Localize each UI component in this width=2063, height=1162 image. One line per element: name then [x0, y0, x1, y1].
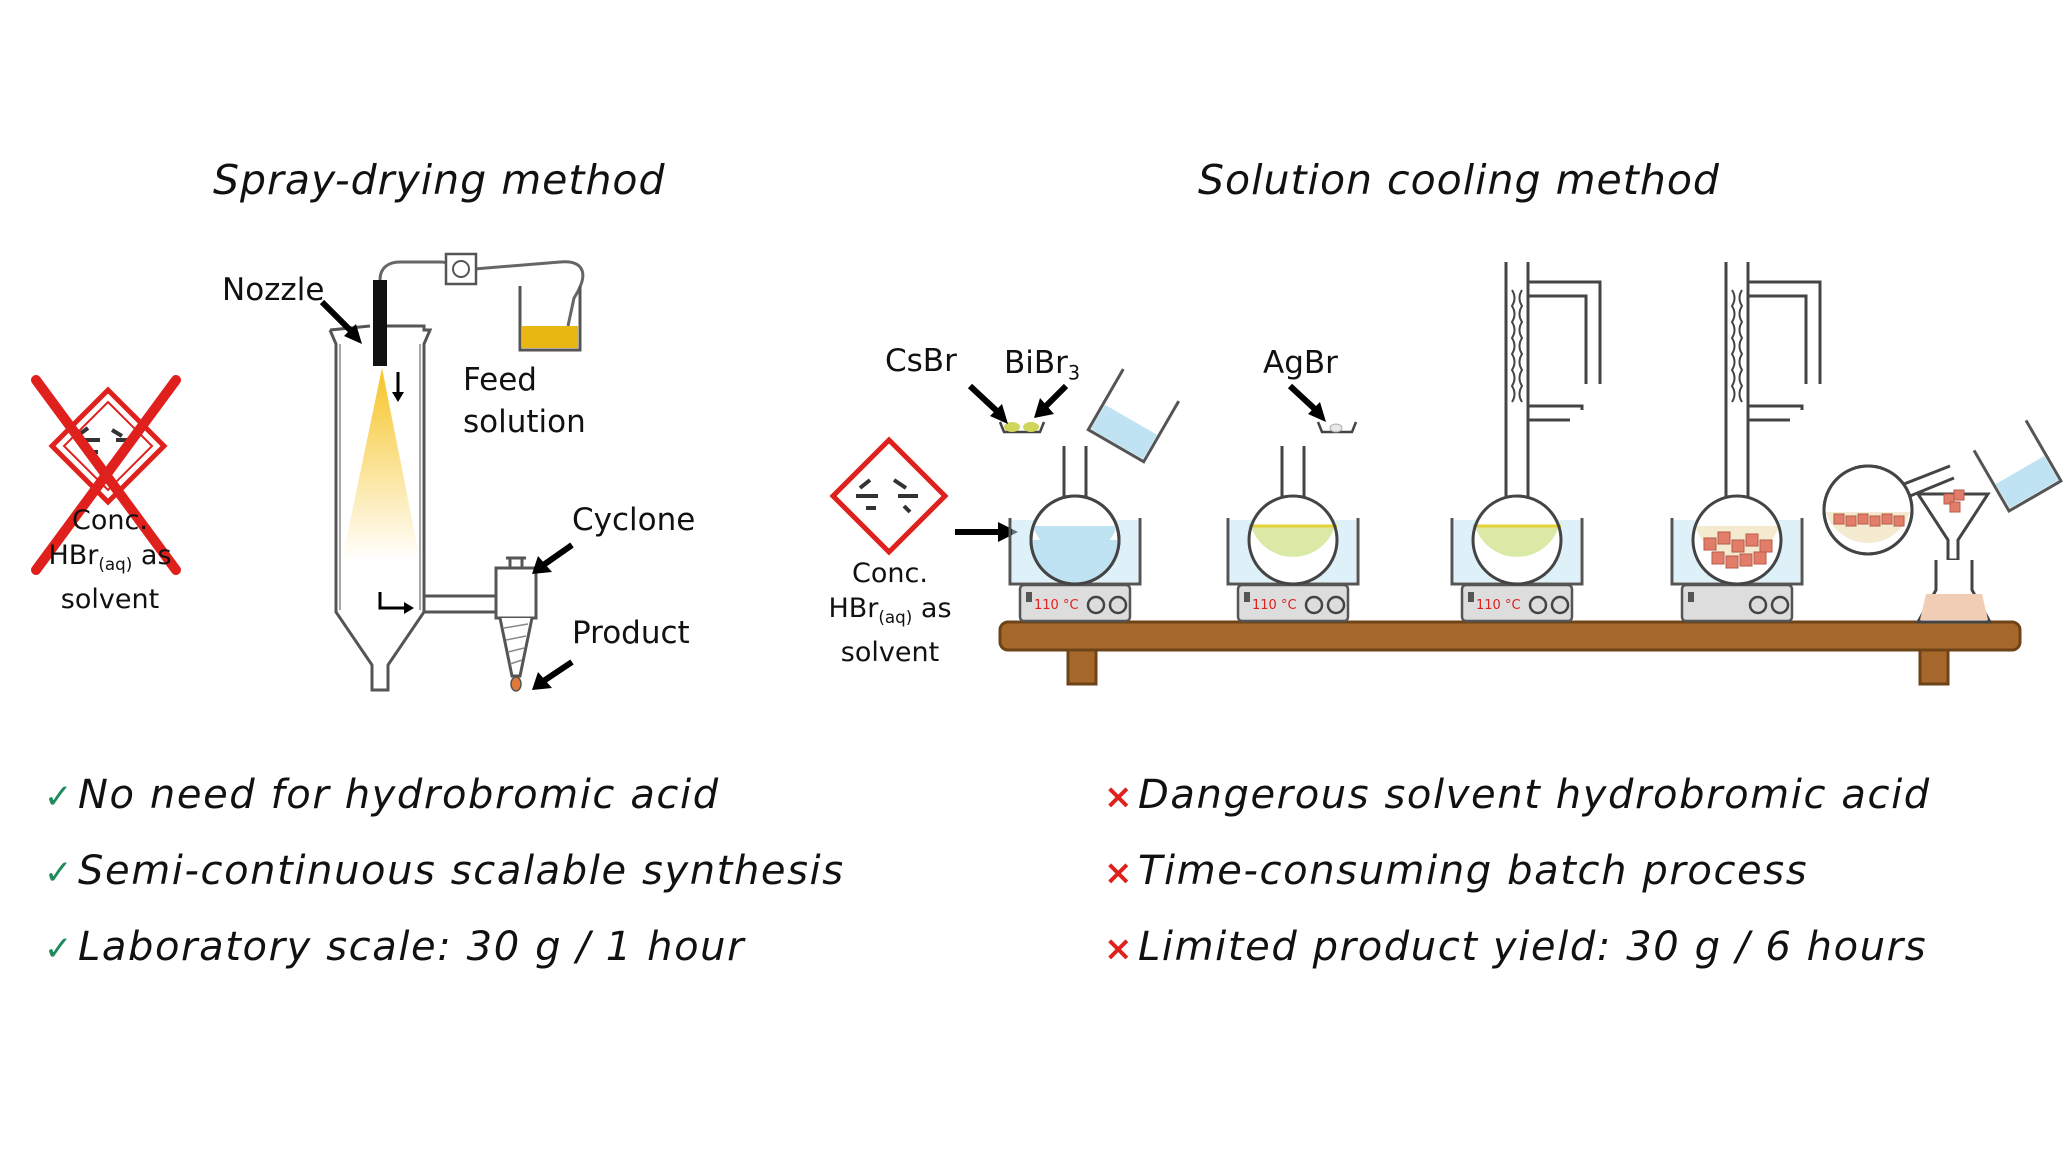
disadvantage-item-1: ×Dangerous solvent hydrobromic acid	[1104, 772, 1931, 848]
cyclone-icon	[494, 556, 538, 692]
nozzle-icon	[373, 280, 387, 366]
crossed-hazard-line2: HBr(aq) as	[20, 538, 200, 582]
disadvantage-item-2: ×Time-consuming batch process	[1104, 848, 1931, 924]
solution-cooling-title: Solution cooling method	[1198, 156, 1720, 204]
bibr3-label: BiBr3	[1004, 345, 1080, 385]
crossed-hazard-as: as	[132, 540, 172, 571]
cyclone-label: Cyclone	[572, 502, 696, 538]
temp-readout-2: 110 °C	[1252, 598, 1297, 613]
advantage-text-1: No need for hydrobromic acid	[78, 772, 720, 818]
feed-label-line1: Feed	[463, 362, 537, 398]
disadvantage-text-3: Limited product yield: 30 g / 6 hours	[1138, 924, 1928, 970]
bibr-sub: 3	[1067, 361, 1081, 385]
agbr-label: AgBr	[1263, 345, 1338, 381]
product-vial-icon	[510, 676, 522, 692]
station-5-filtration	[1822, 419, 2063, 624]
hazard-line3: solvent	[840, 636, 940, 668]
advantages-list: ✓No need for hydrobromic acid ✓Semi-cont…	[44, 772, 845, 1000]
check-icon: ✓	[44, 853, 75, 893]
hazard-as: as	[912, 593, 952, 624]
disadvantage-text-1: Dangerous solvent hydrobromic acid	[1138, 772, 1931, 818]
nozzle-label: Nozzle	[222, 272, 325, 308]
crossed-hazard-line3: solvent	[60, 583, 160, 615]
hazard-line2: HBr(aq) as	[800, 591, 980, 635]
corrosive-hazard-icon	[829, 436, 1018, 556]
check-icon: ✓	[44, 777, 75, 817]
disadvantage-item-3: ×Limited product yield: 30 g / 6 hours	[1104, 924, 1931, 1000]
disadvantages-list: ×Dangerous solvent hydrobromic acid ×Tim…	[1104, 772, 1931, 1000]
spray-drying-title: Spray-drying method	[213, 156, 666, 204]
temp-readout-3: 110 °C	[1476, 598, 1521, 613]
disadvantage-text-2: Time-consuming batch process	[1138, 848, 1809, 894]
product-label: Product	[572, 615, 690, 651]
cross-icon: ×	[1104, 777, 1135, 817]
station-3	[1450, 262, 1602, 623]
station-4	[1670, 262, 1822, 623]
temp-readout-1: 110 °C	[1034, 598, 1079, 613]
feed-beaker-icon	[518, 286, 582, 352]
crossed-hazard-line1: Conc.	[72, 505, 148, 536]
crossed-hazard-sub: (aq)	[98, 553, 133, 574]
spray-cone	[342, 368, 420, 560]
cross-icon: ×	[1104, 929, 1135, 969]
feed-label-line2: solution	[463, 404, 586, 440]
station-1	[967, 368, 1181, 623]
crossed-hazard-caption: Conc. HBr(aq) as solvent	[20, 503, 200, 617]
advantage-item-1: ✓No need for hydrobromic acid	[44, 772, 845, 848]
hazard-caption: Conc. HBr(aq) as solvent	[800, 556, 980, 670]
pump-icon	[444, 252, 478, 286]
hazard-sub: (aq)	[878, 606, 913, 627]
advantage-text-3: Laboratory scale: 30 g / 1 hour	[78, 924, 746, 970]
crossed-hazard-hbr: HBr	[48, 540, 99, 571]
check-icon: ✓	[44, 929, 75, 969]
hotplate-icon	[1680, 583, 1794, 623]
station-2	[1226, 383, 1360, 623]
hazard-line1: Conc.	[852, 558, 928, 589]
advantage-item-3: ✓Laboratory scale: 30 g / 1 hour	[44, 924, 845, 1000]
crossed-hazard-icon	[31, 375, 181, 575]
advantage-item-2: ✓Semi-continuous scalable synthesis	[44, 848, 845, 924]
hazard-hbr: HBr	[828, 593, 879, 624]
advantage-text-2: Semi-continuous scalable synthesis	[78, 848, 845, 894]
csbr-label: CsBr	[885, 343, 957, 379]
bibr-text: BiBr	[1004, 345, 1068, 381]
spray-dryer-icon	[319, 252, 585, 692]
lab-bench-icon	[998, 620, 2022, 686]
cross-icon: ×	[1104, 853, 1135, 893]
